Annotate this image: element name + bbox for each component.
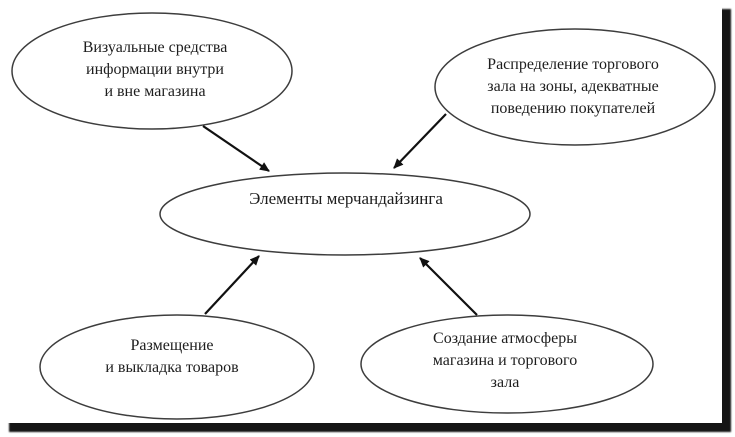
label-merchandising-elements: Элементы мерчандайзинга [249,188,443,210]
label-line: поведению покупателей [490,100,656,117]
label-line: Визуальные средства [82,39,228,56]
label-line: Элементы мерчандайзинга [249,189,443,208]
label-line: Распределение торгового [487,56,659,73]
label-line: Размещение [130,337,214,354]
ellipse-atmosphere [360,314,654,414]
label-line: информации внутри [86,61,224,78]
ellipse-placement-display [39,314,315,420]
label-atmosphere: Создание атмосферы магазина и торгового … [433,328,577,394]
label-line: и вне магазина [104,83,206,100]
label-line: зала [490,374,520,391]
label-visual-info: Визуальные средства информации внутри и … [83,37,228,103]
label-placement-display: Размещение и выкладка товаров [105,335,238,379]
arrow-visual-info-to-center [202,125,270,172]
label-line: магазина и торгового [432,352,578,369]
ellipse-merchandising-elements [159,172,531,256]
label-line: зала на зоны, адекватные [487,78,659,95]
arrow-placement-display-to-center [204,255,260,315]
arrow-zone-distribution-to-center [393,113,447,169]
label-line: и выкладка товаров [105,359,239,376]
ellipse-visual-info [11,12,293,130]
arrow-atmosphere-to-center [419,257,478,316]
label-zone-distribution: Распределение торгового зала на зоны, ад… [487,54,659,120]
label-line: Создание атмосферы [433,330,577,347]
merchandising-diagram [11,12,716,420]
ellipse-zone-distribution [434,28,716,146]
page-frame-with-shadow: Визуальные средства информации внутри и … [11,12,716,420]
